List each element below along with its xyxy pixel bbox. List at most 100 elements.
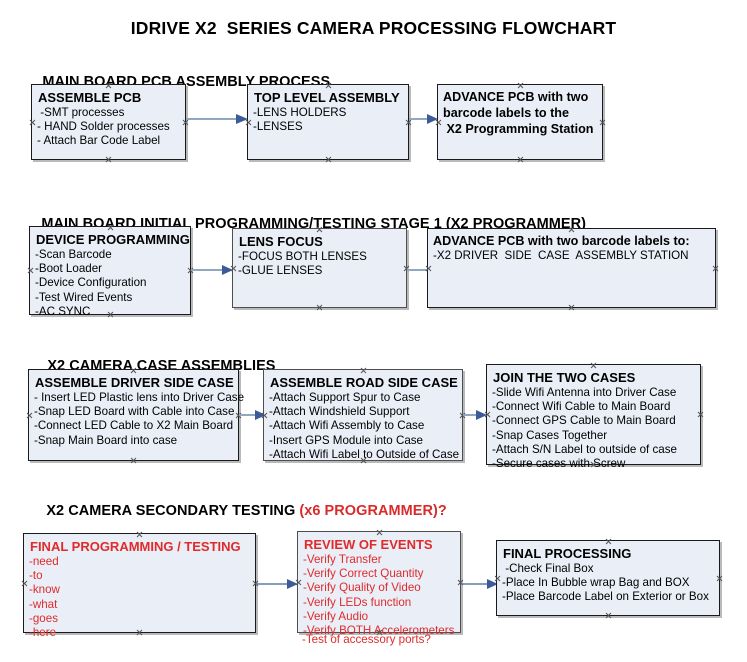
section-heading-4: X2 CAMERA SECONDARY TESTING (x6 PROGRAMM…: [30, 487, 447, 535]
process-box-final-processing[interactable]: FINAL PROCESSING -Check Final Box -Place…: [496, 540, 720, 616]
box-line: -AC SYNC: [35, 304, 91, 318]
box-title: LENS FOCUS: [239, 234, 323, 249]
box-line: -Insert GPS Module into Case: [269, 433, 424, 447]
box-title: JOIN THE TWO CASES: [493, 370, 636, 385]
process-box-assemble-pcb[interactable]: ASSEMBLE PCB -SMT processes - HAND Solde…: [31, 84, 186, 160]
connection-handle-bottom[interactable]: [568, 304, 575, 311]
connection-handle-left[interactable]: [26, 412, 33, 419]
connector-arrow: [239, 410, 266, 420]
box-line: - Attach Bar Code Label: [37, 134, 161, 148]
process-box-top-level-assembly[interactable]: TOP LEVEL ASSEMBLY -LENS HOLDERS -LENSES: [247, 84, 409, 160]
box-line: -Verify Audio: [303, 609, 369, 623]
box-line: -Slide Wifi Antenna into Driver Case: [492, 386, 677, 399]
box-line: -to: [29, 569, 43, 583]
connection-handle-bottom[interactable]: [517, 156, 524, 163]
box-line: -LENS HOLDERS: [253, 106, 347, 119]
page-title: IDRIVE X2 SERIES CAMERA PROCESSING FLOWC…: [130, 18, 617, 38]
box-line: -goes: [29, 611, 59, 625]
connection-handle-bottom[interactable]: [105, 156, 112, 163]
box-title: ADVANCE PCB with two: [443, 90, 589, 104]
box-line: -Verify Quality of Video: [303, 581, 421, 595]
box-line: -Secure cases with Screw: [492, 457, 626, 471]
box-line: -know: [29, 583, 60, 597]
box-title: TOP LEVEL ASSEMBLY: [254, 90, 400, 105]
connection-handle-left[interactable]: [27, 267, 34, 274]
process-box-join-the-two-cases[interactable]: JOIN THE TWO CASES -Slide Wifi Antenna i…: [486, 362, 704, 470]
box-line: -X2 DRIVER SIDE CASE ASSEMBLY STATION: [433, 249, 689, 262]
box-line: -Place In Bubble wrap Bag and BOX: [502, 576, 690, 590]
box-title: ASSEMBLE DRIVER SIDE CASE: [35, 375, 234, 390]
connection-handle-bottom[interactable]: [605, 612, 612, 619]
connection-handle-top[interactable]: [590, 362, 597, 369]
box-title: REVIEW OF EVENTS: [304, 537, 433, 552]
box-line: -Snap Main Board into case: [34, 433, 178, 447]
box-line: -LENSES: [253, 120, 303, 134]
section-heading-4-text: X2 CAMERA SECONDARY TESTING: [46, 503, 300, 519]
box-line: -here: [29, 626, 57, 640]
box-line: -Snap Cases Together: [492, 428, 608, 442]
box-overflow-line: -Test of accessory ports?: [302, 633, 431, 646]
box-line: -Device Configuration: [35, 276, 147, 290]
connection-handle-bottom[interactable]: [325, 156, 332, 163]
box-title: ASSEMBLE ROAD SIDE CASE: [270, 375, 458, 390]
box-line: -Scan Barcode: [35, 248, 112, 261]
box-line: -Attach Wifi Label to Outside of Case: [269, 447, 460, 461]
box-line: -Boot Loader: [35, 262, 103, 276]
box-line: -Connect Wifi Cable to Main Board: [492, 400, 671, 414]
process-box-review-of-events[interactable]: REVIEW OF EVENTS -Verify Transfer -Verif…: [297, 531, 461, 646]
box-line: - Insert LED Plastic lens into Driver Ca…: [34, 391, 245, 404]
process-box-advance-pcb-programming-station[interactable]: ADVANCE PCB with two barcode labels to t…: [437, 84, 603, 160]
box-title: FINAL PROCESSING: [503, 546, 632, 561]
connection-handle-right[interactable]: [697, 411, 704, 418]
connection-handle-right[interactable]: [599, 119, 606, 126]
process-box-final-programming-testing[interactable]: FINAL PROGRAMMING / TESTING -need -to -k…: [21, 533, 256, 639]
box-line: -Attach Wifi Assembly to Case: [269, 419, 425, 433]
box-line: -what: [29, 597, 58, 611]
connection-handle-left[interactable]: [21, 580, 28, 587]
process-box-assemble-driver-side-case[interactable]: ASSEMBLE DRIVER SIDE CASE - Insert LED P…: [26, 369, 245, 464]
box-line: -Verify BOTH Accelerometers: [303, 624, 455, 638]
connection-handle-right[interactable]: [716, 575, 723, 582]
box-line: -Connect LED Cable to X2 Main Board: [34, 419, 234, 433]
box-line: -Check Final Box: [502, 562, 594, 575]
box-title: FINAL PROGRAMMING / TESTING: [30, 539, 241, 554]
box-line: -Test Wired Events: [35, 290, 133, 304]
box-line: X2 Programming Station: [443, 122, 594, 136]
box-line: -SMT processes: [37, 106, 125, 119]
box-line: - HAND Solder processes: [37, 120, 170, 134]
connection-handle-right[interactable]: [712, 265, 719, 272]
box-title: ASSEMBLE PCB: [38, 90, 142, 105]
connector-arrow: [409, 114, 438, 124]
connection-handle-top[interactable]: [360, 367, 367, 374]
process-box-device-programming[interactable]: DEVICE PROGRAMMING -Scan Barcode -Boot L…: [27, 226, 191, 318]
box-line: -GLUE LENSES: [238, 264, 323, 278]
box-line: -Place Barcode Label on Exterior or Box: [502, 590, 709, 604]
connection-handle-bottom[interactable]: [316, 304, 323, 311]
box-line: -need: [29, 555, 59, 568]
box-title: DEVICE PROGRAMMING: [36, 232, 190, 247]
process-box-advance-pcb-driver-side[interactable]: ADVANCE PCB with two barcode labels to: …: [427, 228, 716, 308]
connector-arrow: [191, 265, 233, 275]
connection-handle-top[interactable]: [605, 538, 612, 545]
box-line: -FOCUS BOTH LENSES: [238, 250, 367, 263]
box-line: -Connect GPS Cable to Main Board: [492, 414, 676, 428]
process-box-lens-focus[interactable]: LENS FOCUS -FOCUS BOTH LENSES -GLUE LENS…: [232, 228, 407, 308]
process-box-assemble-road-side-case[interactable]: ASSEMBLE ROAD SIDE CASE -Attach Support …: [263, 369, 463, 461]
box-line: -Verify Transfer: [303, 553, 382, 566]
box-line: -Attach Support Spur to Case: [269, 391, 421, 404]
box-title: ADVANCE PCB with two barcode labels to:: [433, 234, 690, 248]
connection-handle-bottom[interactable]: [130, 457, 137, 464]
connector-arrow: [461, 579, 498, 589]
box-line: -Verify LEDs function: [303, 595, 412, 609]
box-line: barcode labels to the: [443, 106, 569, 120]
connection-handle-top[interactable]: [517, 82, 524, 89]
connector-arrow: [463, 410, 487, 420]
connector-arrow: [256, 579, 298, 589]
box-line: -Snap LED Board with Cable into Case: [34, 405, 235, 419]
connection-handle-left[interactable]: [29, 119, 36, 126]
box-line: -Verify Correct Quantity: [303, 567, 424, 581]
connector-arrow: [186, 114, 248, 124]
section-heading-4-suffix: (x6 PROGRAMMER)?: [299, 503, 447, 519]
box-line: -Attach S/N Label to outside of case: [492, 442, 677, 456]
